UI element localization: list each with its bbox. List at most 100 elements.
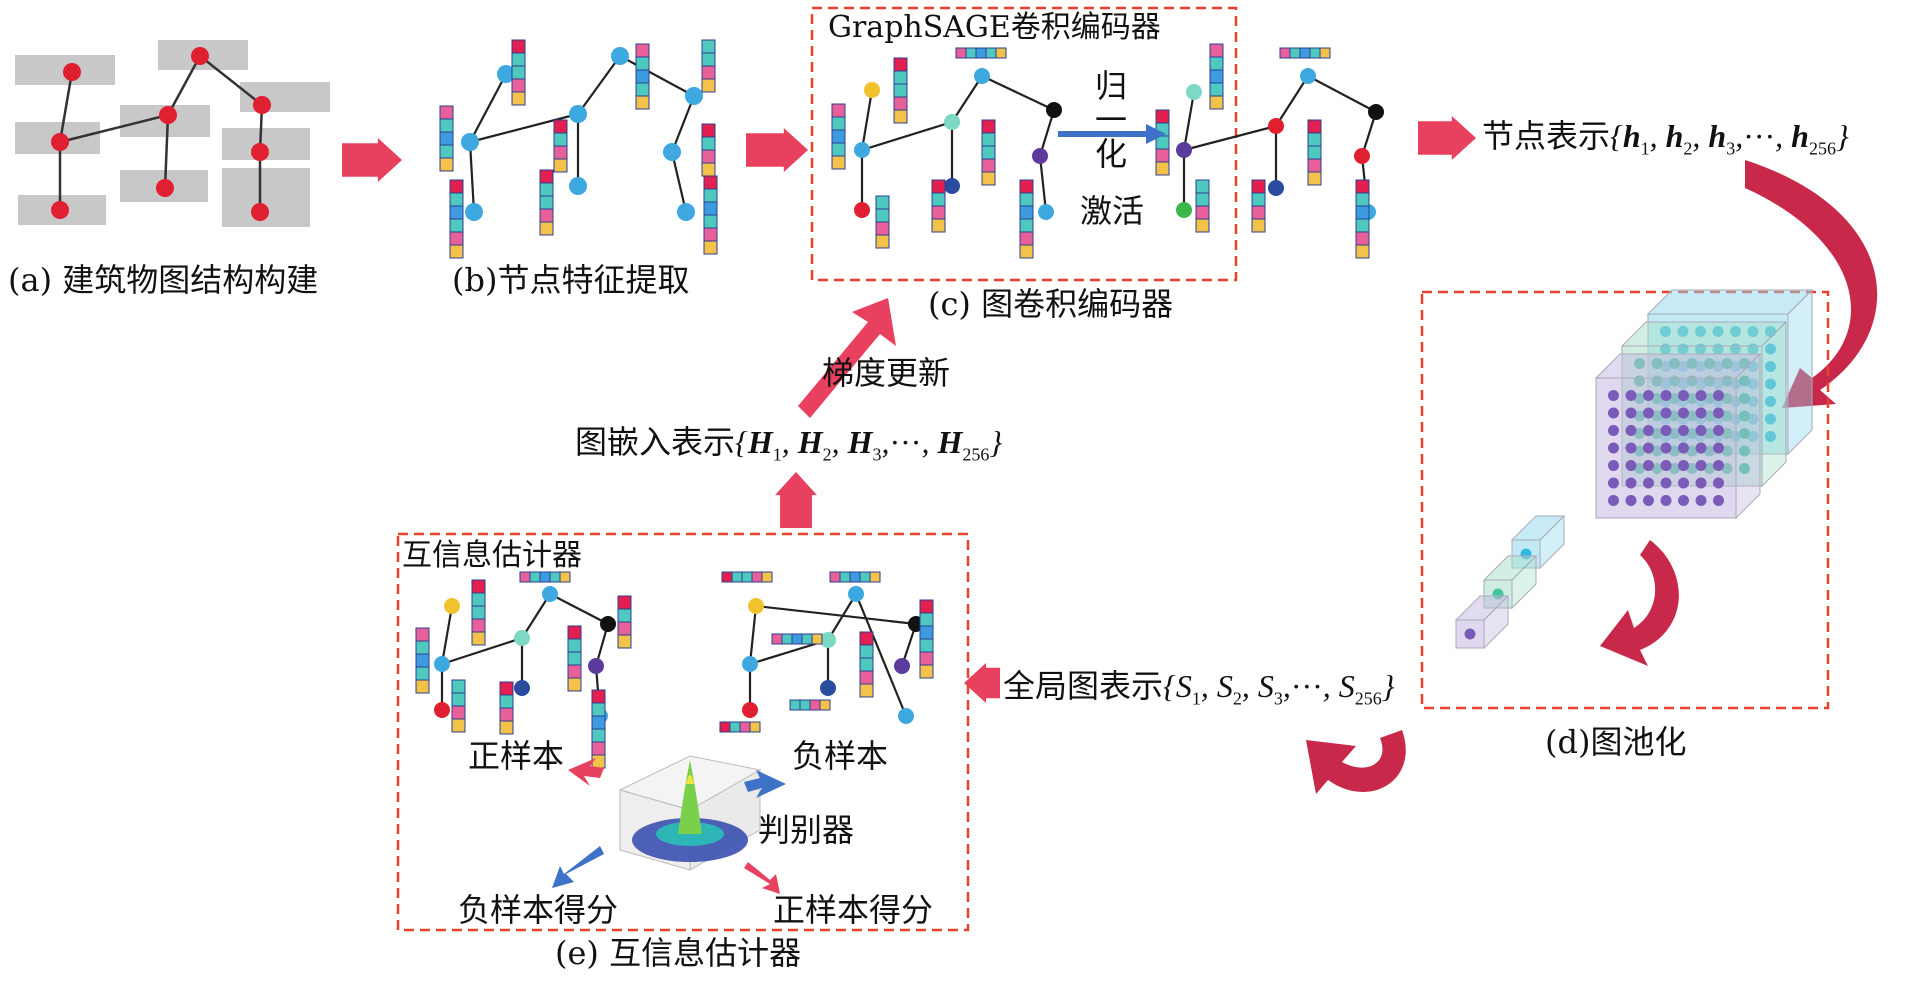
pooling-box xyxy=(1420,290,1830,710)
feature-cell xyxy=(567,664,582,679)
feature-cell xyxy=(955,47,967,59)
feature-cell xyxy=(931,205,946,220)
graph-node xyxy=(434,656,450,672)
arrow-c-to-node-repr xyxy=(1418,116,1476,160)
pool-dot xyxy=(1695,442,1707,454)
feature-cell xyxy=(499,720,514,735)
feature-cell xyxy=(721,571,733,583)
pool-dot xyxy=(1765,343,1776,355)
feature-cell xyxy=(731,571,743,583)
pool-dot xyxy=(1625,425,1637,436)
pool-dot xyxy=(1608,425,1619,436)
caption-d: (d)图池化 xyxy=(1545,723,1687,761)
pool-dot xyxy=(1678,495,1689,506)
feature-cell xyxy=(931,218,946,233)
cube-front xyxy=(1455,619,1485,649)
feature-cell xyxy=(635,56,650,71)
feature-cell xyxy=(701,136,716,151)
graph-node xyxy=(854,202,870,218)
pool-dot xyxy=(1739,393,1750,404)
building-block xyxy=(222,168,310,200)
feature-cell xyxy=(831,116,846,131)
feature-cell xyxy=(919,651,934,666)
pooled-cell-purple xyxy=(1454,594,1510,650)
positive-score-label: 正样本得分 xyxy=(773,891,934,929)
graph-node xyxy=(677,203,695,221)
graph-edge xyxy=(468,141,476,213)
feature-cell xyxy=(1355,244,1370,259)
pool-dot xyxy=(1660,495,1672,506)
graph-embed-term-2: H xyxy=(797,424,823,460)
graph-node xyxy=(569,177,587,195)
pool-dot xyxy=(1660,407,1672,419)
global-repr-sub-3: 3 xyxy=(1273,688,1283,709)
pool-dot xyxy=(1713,442,1724,454)
pool-dot xyxy=(1643,390,1654,401)
graph-node xyxy=(663,143,681,161)
feature-cell xyxy=(701,149,716,164)
pool-dot xyxy=(1695,425,1707,436)
feature-cell xyxy=(919,599,934,614)
graph-edge xyxy=(861,120,953,152)
feature-cell xyxy=(617,595,632,610)
graph-node xyxy=(1354,148,1370,164)
pool-dot xyxy=(1643,495,1654,506)
global-repr-ellipsis: ··· xyxy=(1290,668,1323,704)
feature-cell xyxy=(1309,47,1321,59)
feature-cell xyxy=(471,605,486,620)
feature-cell xyxy=(1289,47,1301,59)
graph-node xyxy=(1268,118,1284,134)
feature-cell xyxy=(439,144,454,159)
feature-cell xyxy=(701,162,716,177)
feature-cell xyxy=(981,171,996,186)
global-repr-term-2: S xyxy=(1216,668,1233,704)
graph-node xyxy=(497,65,515,83)
feature-cell xyxy=(1307,132,1322,147)
global-repr-sub-4: 256 xyxy=(1354,688,1382,709)
pool-dot xyxy=(1678,442,1689,454)
feature-cell xyxy=(791,633,803,645)
feature-cell xyxy=(981,158,996,173)
graph-edge xyxy=(1038,155,1048,213)
feature-cell xyxy=(635,69,650,84)
pool-dot xyxy=(1765,413,1776,425)
feature-cell xyxy=(831,155,846,170)
pool-dot xyxy=(1464,628,1476,640)
feature-cell xyxy=(1355,192,1370,207)
feature-cell xyxy=(1195,218,1210,233)
global-repr-prefix: 全局图表示 xyxy=(1003,667,1164,705)
pool-dot xyxy=(1678,425,1689,436)
feature-cell xyxy=(1019,244,1034,259)
feature-cell xyxy=(1307,158,1322,173)
graph-edge xyxy=(441,636,523,666)
graph-edge xyxy=(1275,75,1309,127)
feature-cell xyxy=(1209,95,1224,110)
graph-edge xyxy=(748,605,758,665)
feature-cell xyxy=(981,145,996,160)
graph-edge xyxy=(1183,124,1277,152)
feature-cell xyxy=(919,625,934,640)
caption-a: (a) 建筑物图结构构建 xyxy=(8,261,319,299)
feature-cell xyxy=(567,625,582,640)
feature-cell xyxy=(751,571,763,583)
graph-node xyxy=(748,598,764,614)
feature-cell xyxy=(1209,43,1224,58)
feature-cell xyxy=(831,129,846,144)
graph-node xyxy=(569,105,587,123)
graph-edge xyxy=(166,55,202,116)
graph-node xyxy=(820,632,836,648)
graph-edge xyxy=(163,114,170,189)
feature-cell xyxy=(703,188,718,203)
graph-embedding-label: 图嵌入表示{H1, H2, H3,···, H256} xyxy=(575,423,1003,465)
feature-cell xyxy=(415,679,430,694)
graph-node xyxy=(514,630,530,646)
feature-cell xyxy=(471,618,486,633)
node-repr-term-1: h xyxy=(1622,118,1641,154)
feature-cell xyxy=(859,657,874,672)
graph-node xyxy=(1038,204,1054,220)
feature-cell xyxy=(701,78,716,93)
graph-embed-prefix: 图嵌入表示 xyxy=(575,423,736,461)
pool-dot xyxy=(1625,460,1637,471)
feature-cell xyxy=(829,571,841,583)
